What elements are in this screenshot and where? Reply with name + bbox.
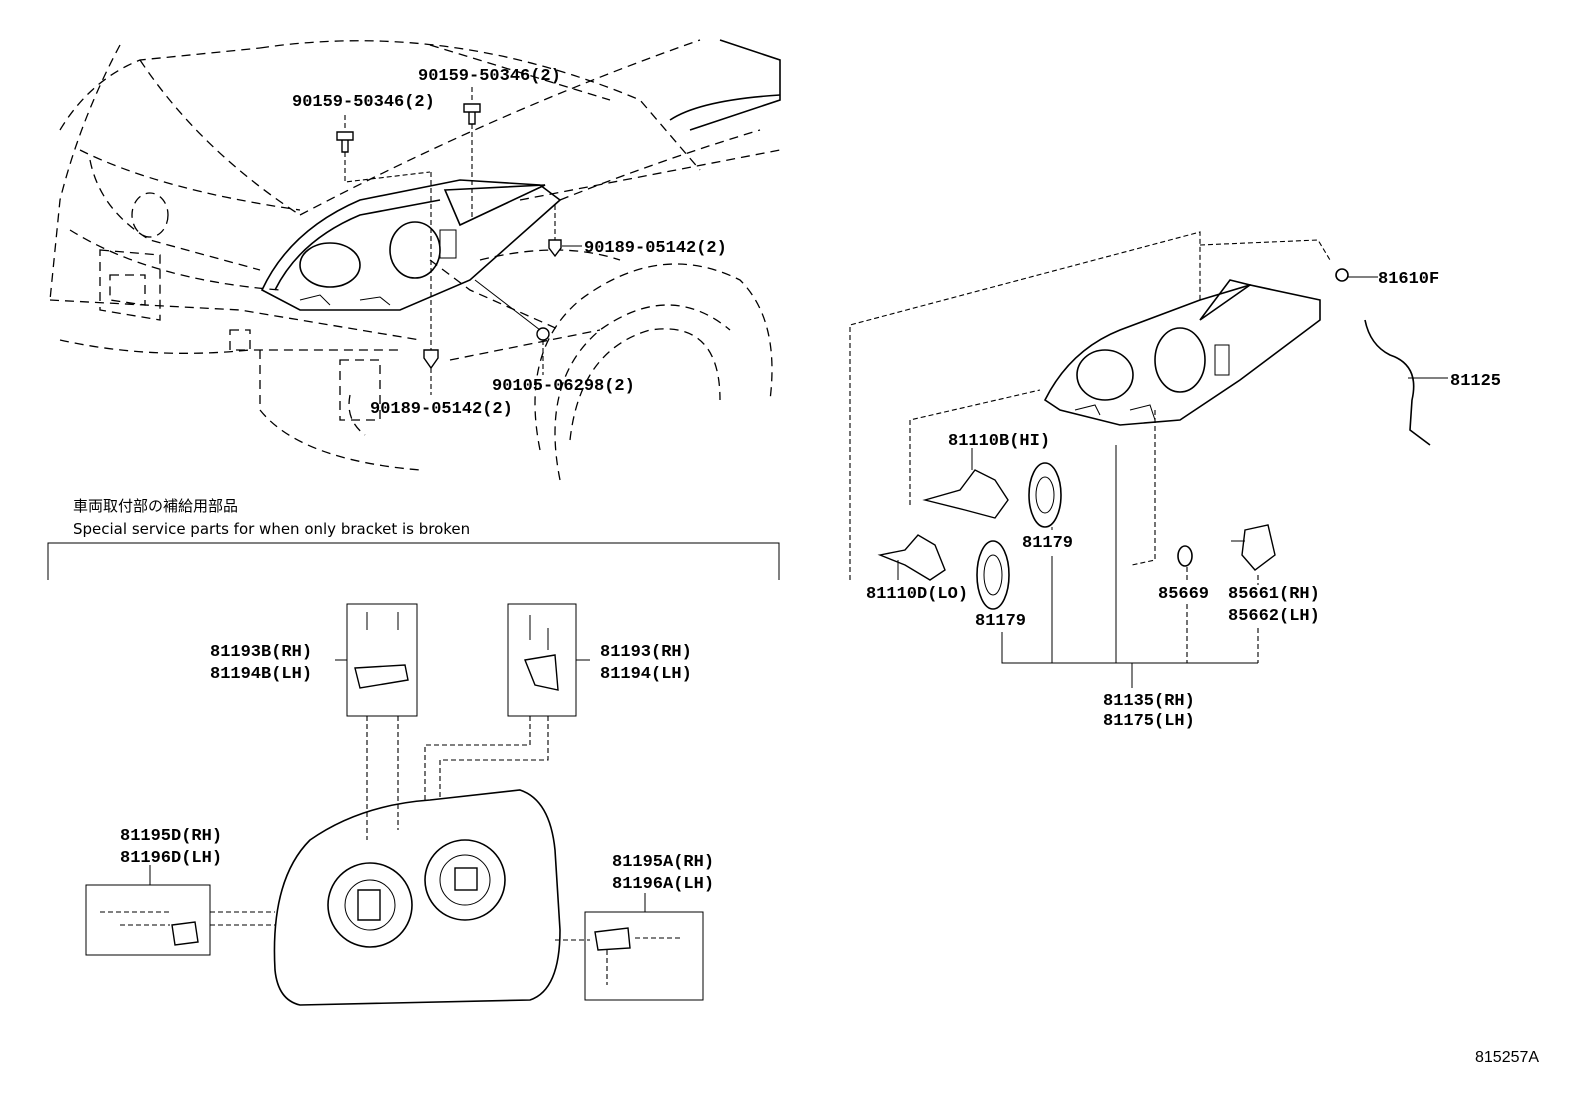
bracket-box-b: [346, 603, 418, 717]
part-label: 81196A(LH): [612, 875, 714, 894]
part-label: 81135(RH): [1103, 692, 1195, 711]
part-label: 81175(LH): [1103, 712, 1195, 731]
part-label: 81179: [1022, 534, 1073, 553]
part-label: 90105-06298(2): [492, 377, 635, 396]
part-label: 81194(LH): [600, 665, 692, 684]
bracket-box-d: [85, 884, 211, 956]
leveling-actuator: [1241, 524, 1276, 571]
leader-lines: [1001, 445, 1259, 688]
bracket-box-a: [584, 911, 704, 1001]
section-bracket: [47, 542, 780, 580]
part-label: 81194B(LH): [210, 665, 312, 684]
bulb-hi: [922, 448, 1009, 519]
part-label: 81195A(RH): [612, 853, 714, 872]
part-label: 90189-05142(2): [584, 239, 727, 258]
part-label: 81193B(RH): [210, 643, 312, 662]
part-label: 90189-05142(2): [370, 400, 513, 419]
headlamp-exploded: [849, 231, 1448, 580]
figure-id: 815257A: [1475, 1049, 1539, 1066]
headlamp-rear-view: [210, 716, 590, 1006]
cover-1: [1028, 462, 1062, 528]
part-label: 81610F: [1378, 270, 1439, 289]
o-ring: [1177, 545, 1193, 567]
part-label: 81193(RH): [600, 643, 692, 662]
bulb-lo: [877, 534, 946, 581]
part-label: 85661(RH): [1228, 585, 1320, 604]
vehicle-front-illustration: [49, 39, 781, 481]
fasteners: [336, 87, 582, 395]
part-label: 81110B(HI): [948, 432, 1050, 451]
section-title-jp: 車両取付部の補給用部品: [73, 497, 238, 515]
part-label: 81196D(LH): [120, 849, 222, 868]
cover-2: [976, 540, 1010, 610]
section-title-en: Special service parts for when only brac…: [73, 520, 470, 538]
part-label: 81125: [1450, 372, 1501, 391]
part-label: 85662(LH): [1228, 607, 1320, 626]
part-label: 81179: [975, 612, 1026, 631]
part-label: 81110D(LO): [866, 585, 968, 604]
part-label: 90159-50346(2): [418, 67, 561, 86]
part-label: 90159-50346(2): [292, 93, 435, 112]
headlamp-installed: [260, 179, 562, 311]
part-label: 85669: [1158, 585, 1209, 604]
part-label: 81195D(RH): [120, 827, 222, 846]
